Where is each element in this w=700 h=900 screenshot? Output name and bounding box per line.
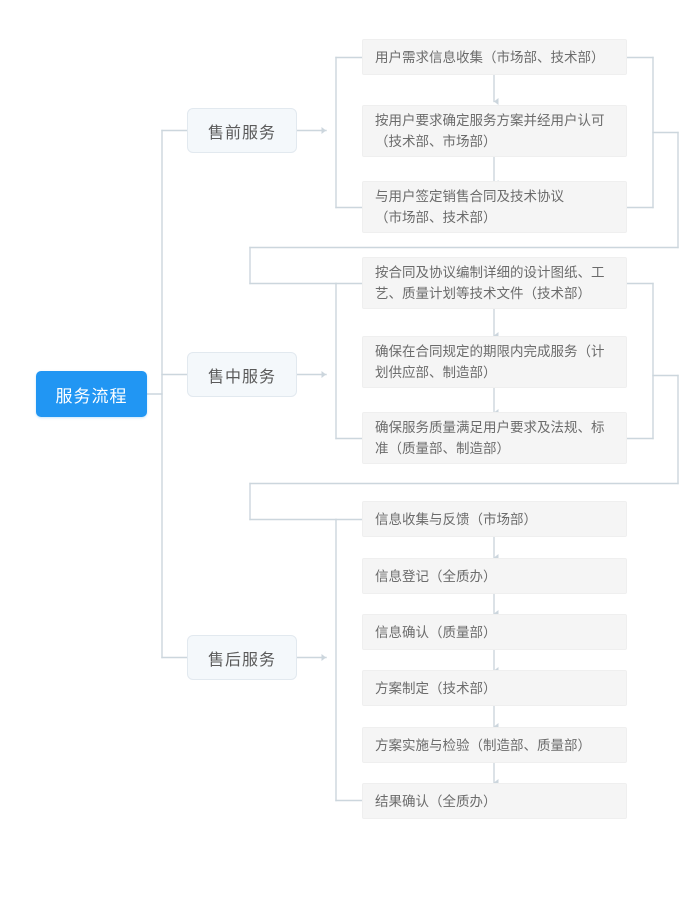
leaf-midsale-3[interactable]: 确保服务质量满足用户要求及法规、标准（质量部、制造部） [362, 412, 627, 464]
leaf-postsale-3[interactable]: 信息确认（质量部） [362, 614, 627, 650]
root-node[interactable]: 服务流程 [36, 371, 147, 417]
leaf-postsale-4[interactable]: 方案制定（技术部） [362, 670, 627, 706]
leaf-presale-1-label: 用户需求信息收集（市场部、技术部） [375, 49, 605, 65]
leaf-presale-1[interactable]: 用户需求信息收集（市场部、技术部） [362, 39, 627, 75]
leaf-midsale-3-label: 确保服务质量满足用户要求及法规、标准（质量部、制造部） [375, 420, 605, 456]
leaf-midsale-2[interactable]: 确保在合同规定的期限内完成服务（计划供应部、制造部） [362, 336, 627, 388]
group-midsale-connectors [249, 282, 679, 521]
leaf-presale-2-label: 按用户要求确定服务方案并经用户认可（技术部、市场部） [375, 113, 605, 149]
leaf-postsale-4-label: 方案制定（技术部） [375, 680, 497, 696]
leaf-postsale-6[interactable]: 结果确认（全质办） [362, 783, 627, 819]
branch-node-presale-label: 售前服务 [207, 124, 276, 142]
leaf-postsale-1-label: 信息收集与反馈（市场部） [375, 511, 537, 527]
branch-node-presale[interactable]: 售前服务 [187, 108, 297, 153]
root-node-label: 服务流程 [55, 386, 128, 406]
group-presale-connectors [249, 56, 679, 285]
branch-node-postsale[interactable]: 售后服务 [187, 635, 297, 680]
leaf-midsale-1[interactable]: 按合同及协议编制详细的设计图纸、工艺、质量计划等技术文件（技术部） [362, 257, 627, 309]
branch-node-midsale[interactable]: 售中服务 [187, 352, 297, 397]
leaf-postsale-5-label: 方案实施与检验（制造部、质量部） [375, 737, 591, 753]
leaf-midsale-2-label: 确保在合同规定的期限内完成服务（计划供应部、制造部） [375, 344, 605, 380]
root-spine-group [146, 129, 188, 659]
leaf-postsale-3-label: 信息确认（质量部） [375, 624, 497, 640]
leaf-presale-3-label: 与用户签定销售合同及技术协议（市场部、技术部） [375, 189, 564, 225]
branch-node-postsale-label: 售后服务 [207, 651, 276, 669]
leaf-postsale-1[interactable]: 信息收集与反馈（市场部） [362, 501, 627, 537]
leaf-postsale-2-label: 信息登记（全质办） [375, 568, 497, 584]
leaf-presale-2[interactable]: 按用户要求确定服务方案并经用户认可（技术部、市场部） [362, 105, 627, 157]
leaf-postsale-5[interactable]: 方案实施与检验（制造部、质量部） [362, 727, 627, 763]
branch-arrow-group [296, 127, 327, 661]
branch-node-midsale-label: 售中服务 [207, 368, 276, 386]
leaf-midsale-1-label: 按合同及协议编制详细的设计图纸、工艺、质量计划等技术文件（技术部） [375, 265, 605, 301]
leaf-presale-3[interactable]: 与用户签定销售合同及技术协议（市场部、技术部） [362, 181, 627, 233]
leaf-postsale-6-label: 结果确认（全质办） [375, 793, 497, 809]
leaf-postsale-2[interactable]: 信息登记（全质办） [362, 558, 627, 594]
